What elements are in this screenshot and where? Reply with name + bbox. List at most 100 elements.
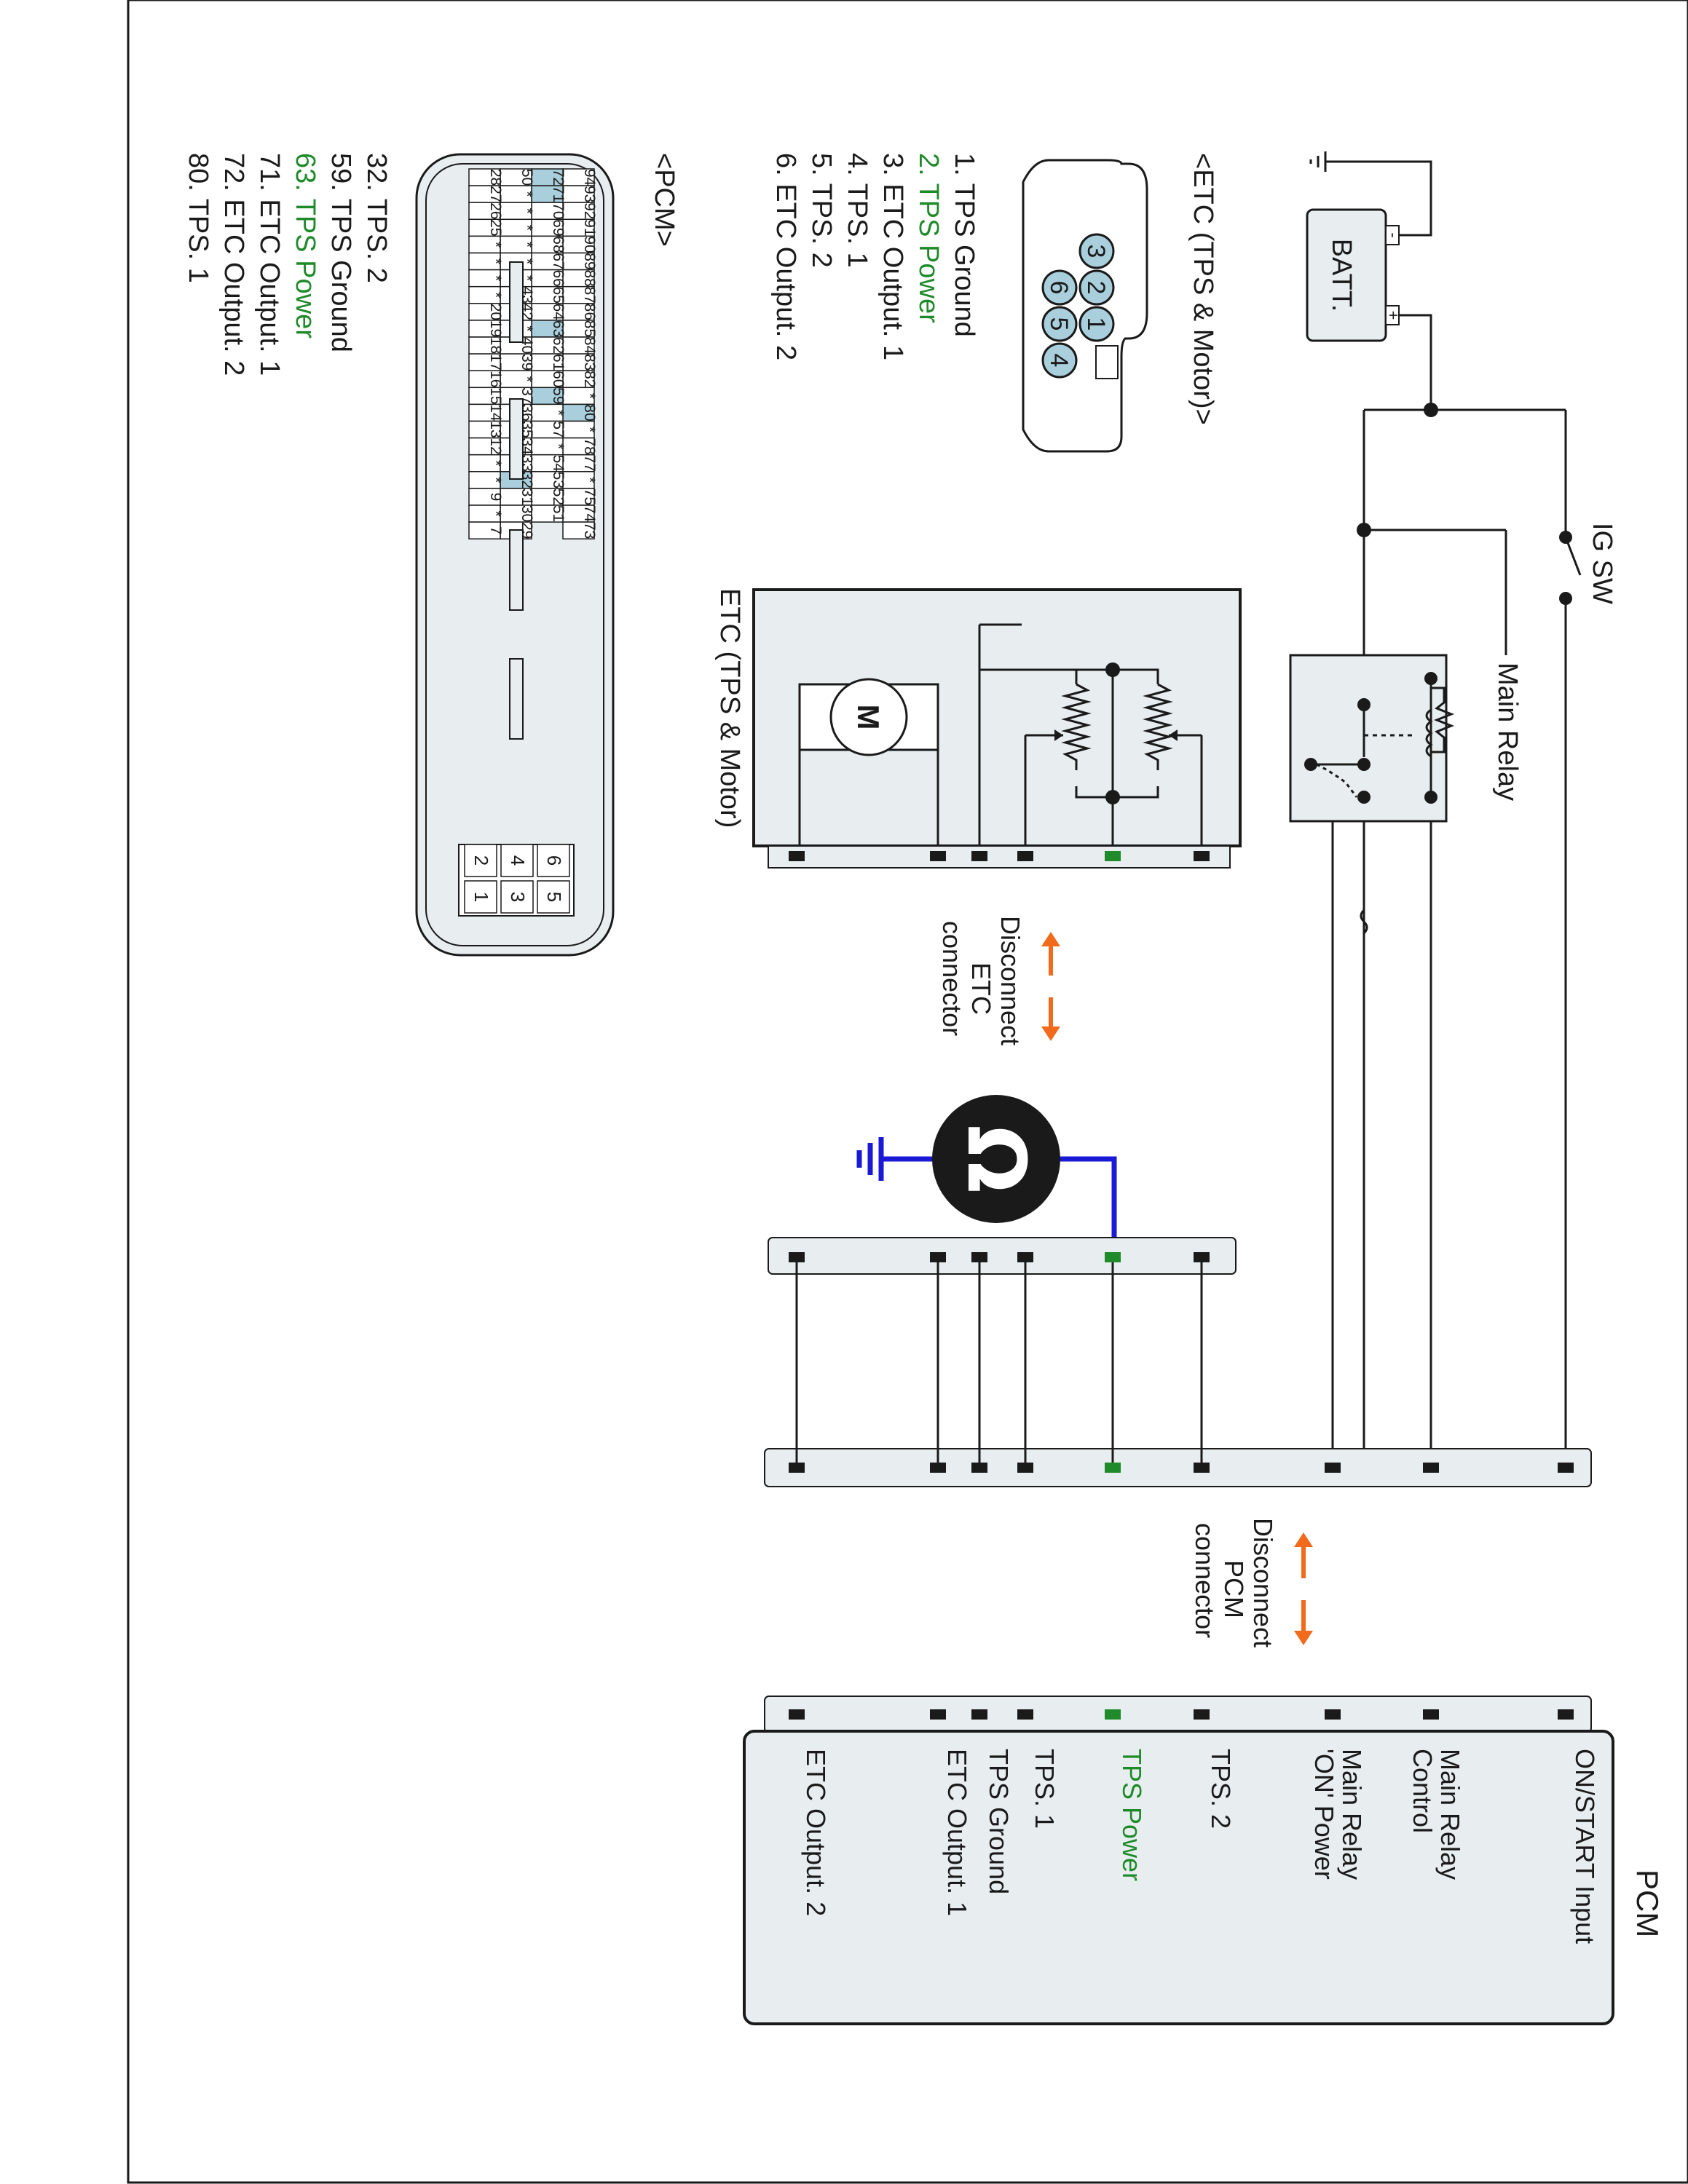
pcm-pin-number: 67 <box>550 253 567 269</box>
pcm-pin-number: 87 <box>581 287 598 304</box>
pcm-pin-number: 12 <box>487 438 504 454</box>
pcm-title: PCM <box>1630 1870 1665 1937</box>
disconnect-pcm-line1: Disconnect <box>1248 1518 1278 1647</box>
etc-legend-item: 6. ETC Output. 2 <box>770 153 801 360</box>
battery: BATT. - + <box>1306 208 1403 342</box>
harness-etc-side-connector <box>768 1237 1237 1275</box>
pcm-connector-title: <PCM> <box>649 153 679 247</box>
etc-pin <box>971 851 987 861</box>
pcm-aux-number: 5 <box>543 892 565 902</box>
pcm-pin-number: 50 <box>518 169 535 186</box>
pcm-legend-item: 59. TPS Ground <box>326 153 356 352</box>
pcm-pin-number: 18 <box>487 337 504 354</box>
pcm-pin-number: 14 <box>487 404 504 422</box>
pcm-pin-number: 69 <box>550 219 567 236</box>
main-relay-label: Main Relay <box>1492 662 1523 801</box>
pcm-pin-number: 54 <box>550 455 567 472</box>
pcm-pin-number: 72 <box>550 169 567 186</box>
pcm-pin-number: 9 <box>487 493 504 502</box>
pcm-key-slot <box>509 398 524 480</box>
pcm-aux-number: 4 <box>507 855 529 866</box>
etc-pin <box>789 851 805 861</box>
pcm-pin-number: 91 <box>581 219 598 236</box>
pcm-legend-item: 32. TPS. 2 <box>361 153 392 283</box>
motor-label: M <box>851 705 886 730</box>
etc-component: M E <box>714 588 1242 869</box>
pcm-pin-label: ETC Output. 2 <box>801 1749 831 1916</box>
etc-pin-circle <box>1078 233 1115 269</box>
disconnect-etc-arrow <box>1041 932 1060 1041</box>
etc-pin-number: 6 <box>1045 281 1073 295</box>
pcm-pin-label: Main Relay <box>1337 1749 1367 1880</box>
ohmmeter-body <box>932 1095 1060 1223</box>
pcm-aux-cell <box>464 880 497 914</box>
pcm-pin-number: 62 <box>550 337 567 354</box>
pcm-pin-label: Main Relay <box>1435 1749 1465 1880</box>
pcm-pin-number: 61 <box>550 354 567 371</box>
etc-legend-item: 1. TPS Ground <box>949 153 979 337</box>
etc-pin-number: 3 <box>1082 245 1110 258</box>
etc-pin-tps-power <box>1105 851 1121 861</box>
pcm-pin-number: 25 <box>487 219 504 236</box>
etc-legend-item: 5. TPS. 2 <box>806 153 837 268</box>
pcm-pin-number: 70 <box>550 202 567 219</box>
pcm-pin-number: 66 <box>550 269 567 286</box>
pcm-pin-number: 93 <box>581 186 598 202</box>
harness-pins <box>789 1252 1574 1473</box>
pcm-pin-number: 77 <box>581 455 598 472</box>
pcm-aux-cell <box>537 844 570 877</box>
pcm-key-slot <box>509 658 524 740</box>
pcm-pin-number: 19 <box>487 320 504 337</box>
disconnect-pcm-line2: PCM <box>1219 1560 1249 1618</box>
pcm-pin-number: 16 <box>487 371 504 387</box>
etc-pin-number: 2 <box>1082 281 1110 295</box>
pcm-pin-number: 27 <box>487 186 504 202</box>
pcm-pin-number: 68 <box>550 236 567 253</box>
pcm-pin-number: 31 <box>518 488 535 505</box>
etc-pin-circle <box>1041 306 1078 342</box>
pcm-aux-cell <box>537 880 570 914</box>
etc-pin-circle <box>1041 269 1078 306</box>
pcm-legend-item: 72. ETC Output. 2 <box>218 153 249 376</box>
junction-dots <box>1357 403 1572 605</box>
pcm-pin-number: * <box>581 393 598 399</box>
pcm-pin-number: 7 <box>487 526 504 535</box>
pcm-key-slot <box>509 529 524 611</box>
pcm-aux-cell <box>500 880 534 914</box>
pcm-pin-number: * <box>518 376 535 382</box>
pcm-pin-label: TPS. 2 <box>1206 1749 1236 1829</box>
pcm-pin-number: 57 <box>550 421 567 438</box>
pcm-pin-number: * <box>487 275 504 281</box>
pcm-pin-label: 'ON' Power <box>1309 1749 1339 1880</box>
etc-pin-number: 1 <box>1082 317 1110 331</box>
etc-pin <box>1194 851 1210 861</box>
pcm-pin-label: TPS Power <box>1117 1749 1147 1881</box>
pcm-pin-number: * <box>550 443 567 449</box>
disconnect-etc-line2: ETC <box>966 962 996 1015</box>
ig-switch-label: IG SW <box>1587 523 1617 604</box>
disconnect-etc-line3: connector <box>937 921 967 1036</box>
pcm-pin-number: * <box>518 191 535 197</box>
pcm-pin-number: 89 <box>581 253 598 269</box>
pcm-aux-cell <box>464 844 497 877</box>
pcm-pin-number: 15 <box>487 387 504 404</box>
pcm-pin-number: 90 <box>581 236 598 253</box>
pcm-pin-number: * <box>487 258 504 264</box>
pcm-pin-label: ETC Output. 1 <box>942 1749 972 1916</box>
pcm-pin-number: 17 <box>487 354 504 371</box>
pcm-legend-item: 80. TPS. 1 <box>183 153 213 283</box>
pcm-pin-number: * <box>487 460 504 466</box>
battery-minus-sign: - <box>1384 232 1403 237</box>
disconnect-etc-line1: Disconnect <box>995 916 1025 1045</box>
harness-wires <box>795 1257 1203 1467</box>
disconnect-pcm-arrow <box>1294 1532 1313 1645</box>
pcm-pin-label: Control <box>1408 1749 1437 1833</box>
pcm-pin-number: 59 <box>550 387 567 404</box>
